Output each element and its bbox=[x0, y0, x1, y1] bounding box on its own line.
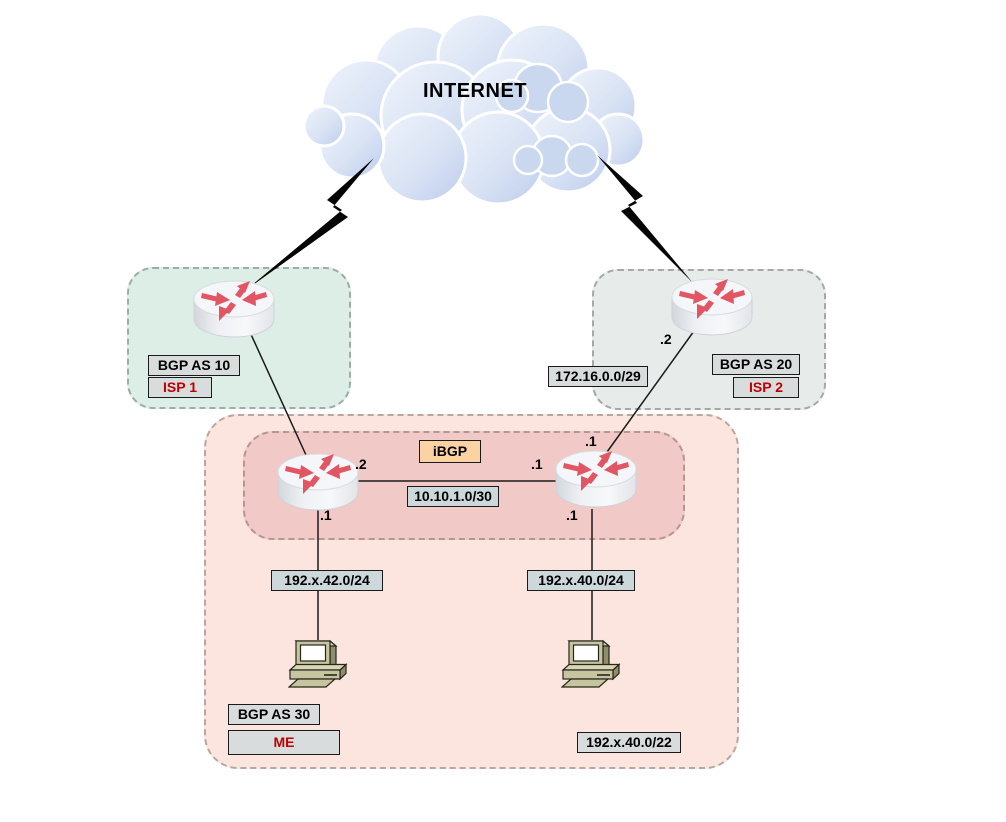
isp1-router-icon bbox=[193, 280, 275, 338]
internet-cloud-label: INTERNET bbox=[423, 80, 527, 102]
ibgp-network-label: 10.10.1.0/30 bbox=[407, 486, 499, 507]
r2-uplink-port-label: .1 bbox=[585, 433, 597, 449]
as30-aggregate-label: 192.x.40.0/22 bbox=[577, 732, 681, 753]
isp1-name-label: ISP 1 bbox=[148, 377, 212, 398]
as30-as-label: BGP AS 30 bbox=[228, 704, 320, 725]
lan1-network-label: 192.x.42.0/24 bbox=[271, 570, 383, 591]
as30-name-label: ME bbox=[228, 730, 340, 755]
lightning-right-icon bbox=[597, 155, 693, 283]
isp2-name-label: ISP 2 bbox=[733, 377, 799, 398]
ibgp-tag: iBGP bbox=[419, 440, 481, 463]
as30-router1-icon bbox=[277, 453, 359, 511]
lan1-pc-icon bbox=[288, 640, 347, 688]
r2-ibgp-port-label: .1 bbox=[531, 456, 543, 472]
lan2-network-label: 192.x.40.0/24 bbox=[527, 570, 635, 591]
lan2-pc-icon bbox=[561, 640, 620, 688]
isp2-router-icon bbox=[671, 278, 753, 336]
r2-lan-port-label: .1 bbox=[566, 507, 578, 523]
internet-cloud bbox=[302, 12, 646, 206]
isp2-uplink-network-label: 172.16.0.0/29 bbox=[548, 366, 648, 387]
isp2-wan-port-label: .2 bbox=[660, 331, 672, 347]
isp2-as-label: BGP AS 20 bbox=[712, 354, 800, 375]
isp1-as-label: BGP AS 10 bbox=[148, 355, 240, 376]
r1-ibgp-port-label: .2 bbox=[355, 456, 367, 472]
as30-router2-icon bbox=[555, 450, 637, 508]
r1-lan-port-label: .1 bbox=[320, 507, 332, 523]
